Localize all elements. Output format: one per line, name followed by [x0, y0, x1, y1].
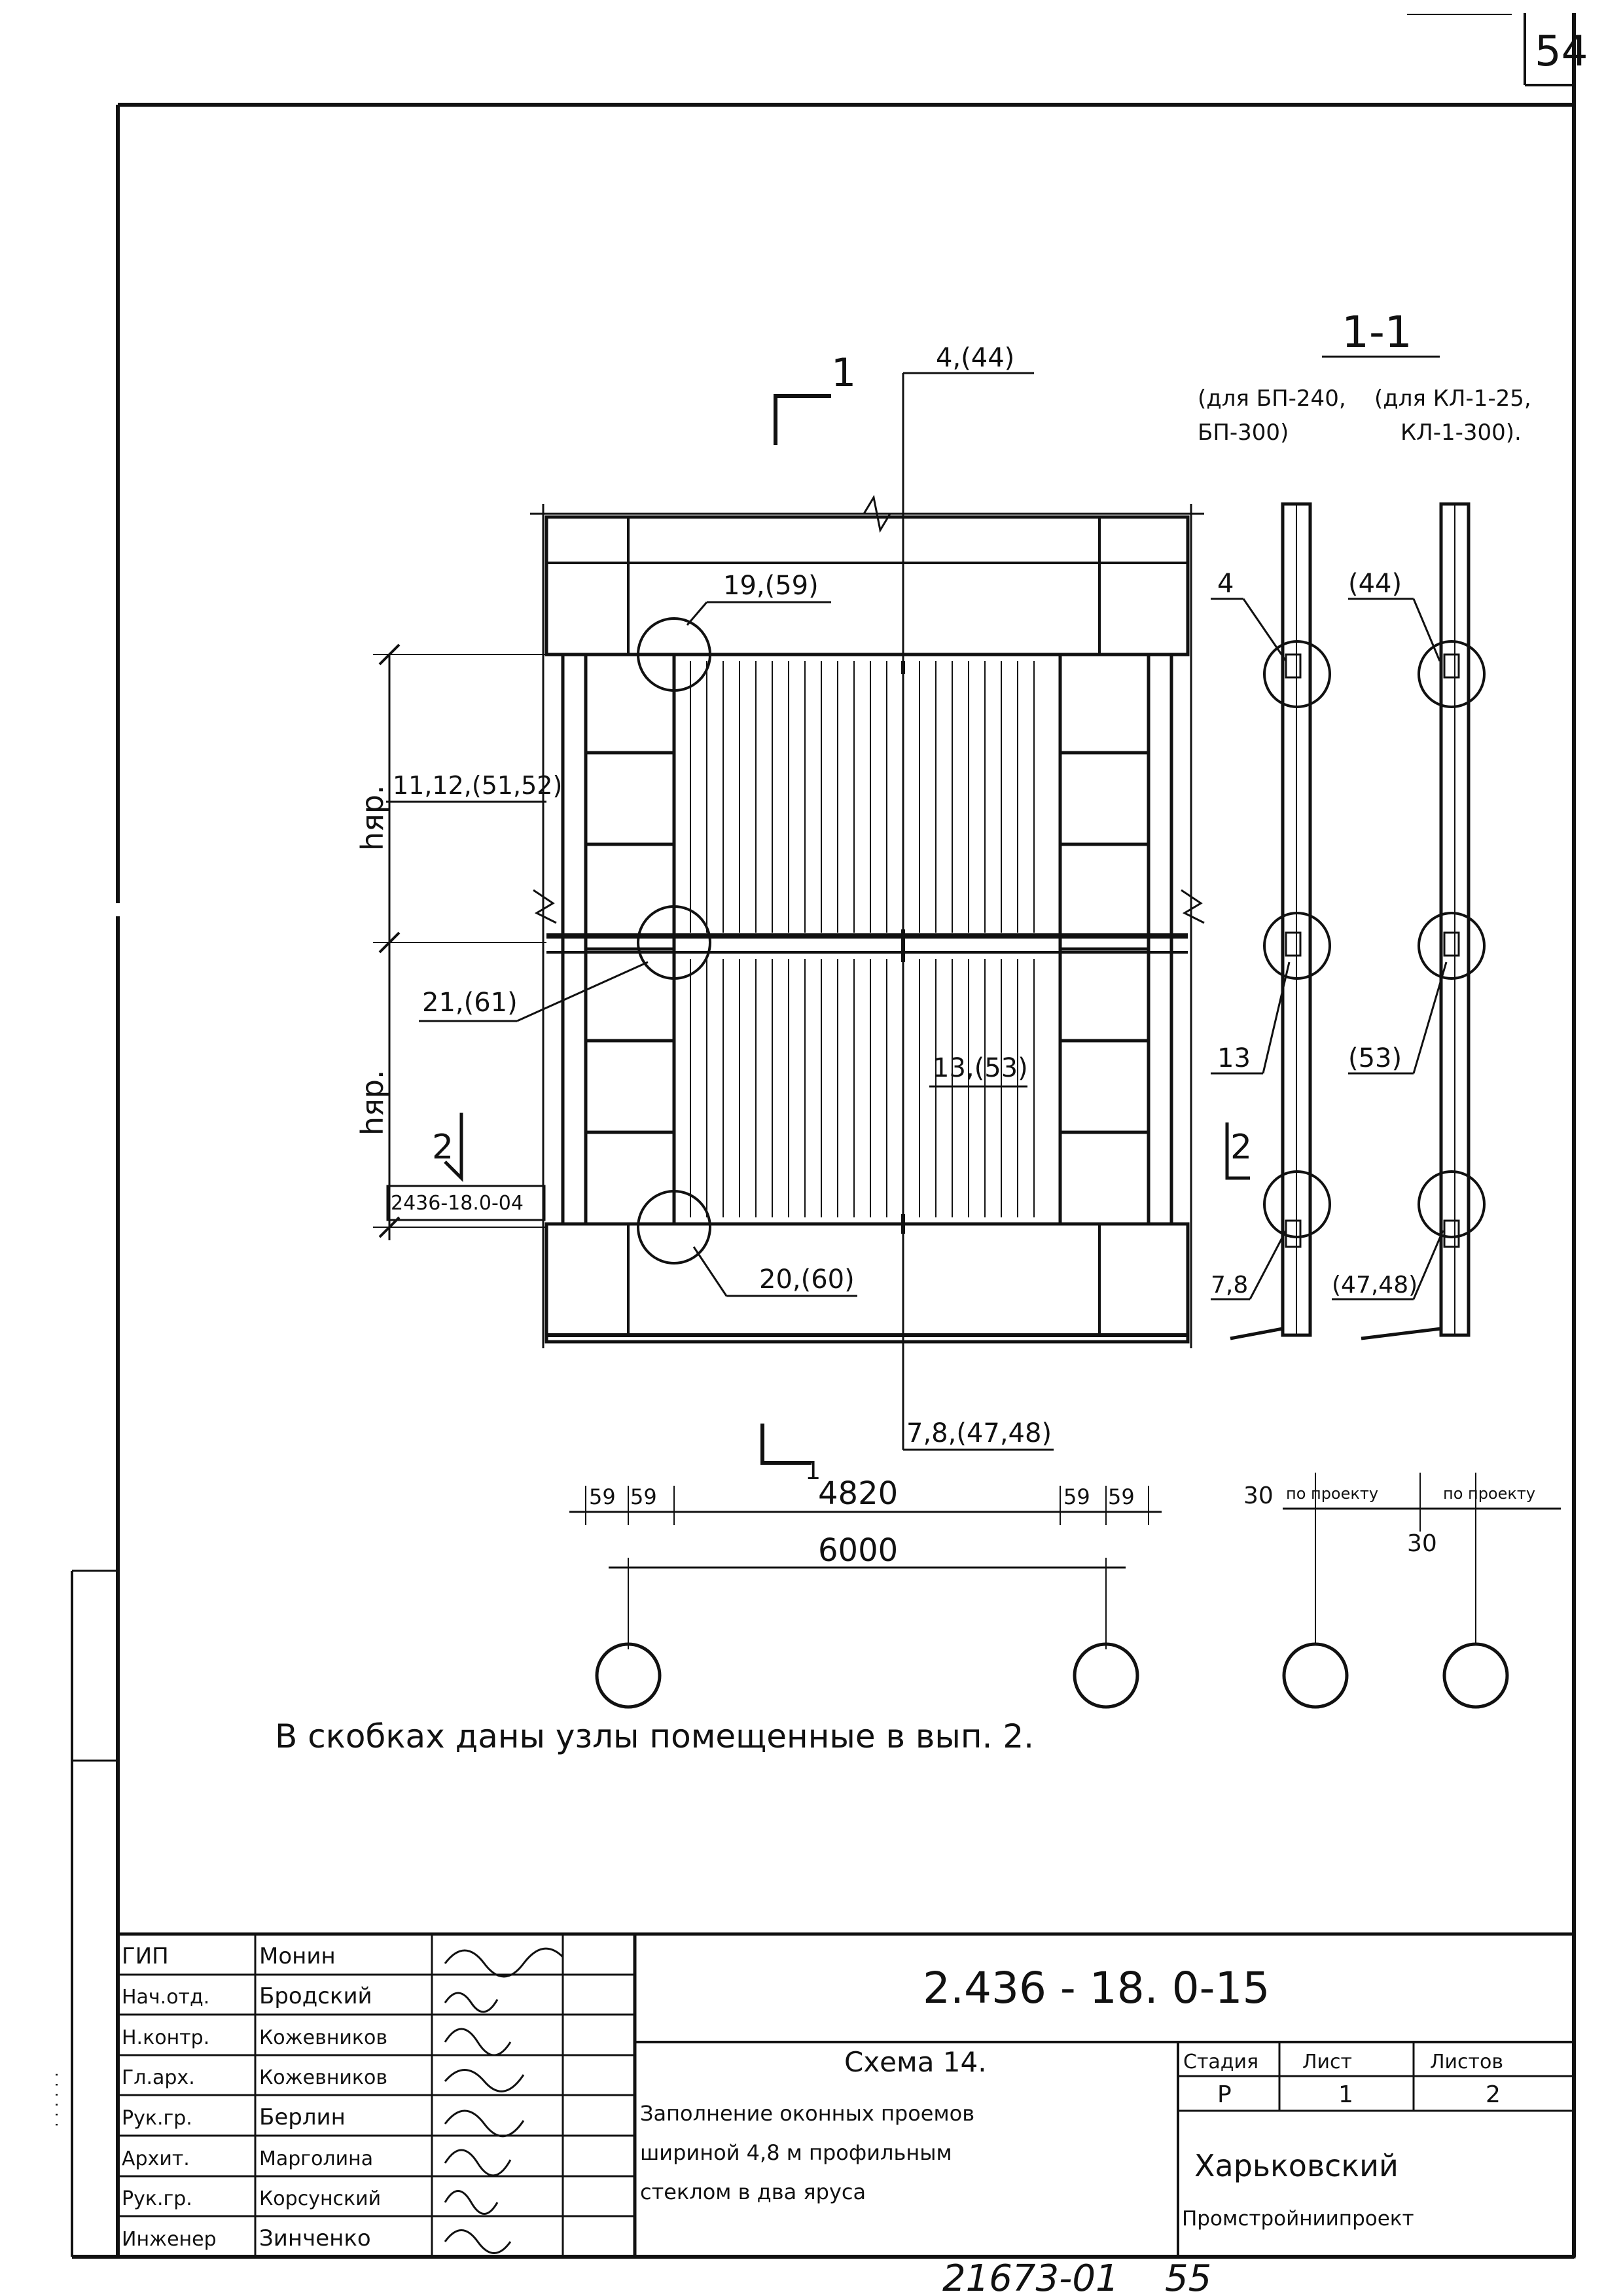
bottom-dimensions	[569, 1486, 1162, 1649]
title-line-2: Заполнение оконных проемов	[640, 2101, 974, 2126]
callout-node-top: 19,(59)	[723, 571, 819, 601]
role-6: Рук.гр.	[122, 2187, 192, 2210]
sheet-label: Лист	[1302, 2051, 1352, 2073]
margin-stamp-text: · · · · · ·	[48, 2072, 66, 2127]
name-7: Зинченко	[259, 2225, 371, 2251]
role-0: ГИП	[122, 1943, 169, 1969]
dim-h-lower: hяр.	[355, 1069, 390, 1136]
section-title: 1-1	[1342, 307, 1412, 357]
section-mark-side-left-label: 2	[432, 1128, 454, 1167]
window-elevation	[530, 372, 1205, 1450]
doc-code: 2.436 - 18. 0-15	[923, 1963, 1270, 2013]
brackets-note: В скобках даны узлы помещенные в вып. 2.	[275, 1717, 1034, 1755]
sheet-value: 1	[1338, 2081, 1353, 2108]
dim-59-3: 59	[1063, 1484, 1090, 1509]
section-right	[1361, 502, 1486, 1340]
callout-bottom-center: 7,8,(47,48)	[906, 1418, 1052, 1448]
callout-top-center: 4,(44)	[936, 343, 1014, 373]
axis-circle-2	[1073, 1642, 1139, 1709]
section-caption-right-1: (для КЛ-1-25,	[1374, 386, 1531, 412]
footer-page: 55	[1165, 2257, 1211, 2296]
axis-circle-4	[1442, 1642, 1509, 1709]
name-4: Берлин	[259, 2104, 346, 2130]
name-2: Кожевников	[259, 2026, 387, 2049]
sec-callout-44: (44)	[1348, 569, 1402, 599]
name-1: Бродский	[259, 1983, 372, 2009]
node-circle-top	[637, 617, 711, 692]
dim-4820: 4820	[818, 1475, 898, 1512]
section-mark-bottom	[760, 1424, 812, 1465]
org-line-2: Промстройниипроект	[1182, 2207, 1414, 2231]
name-5: Марголина	[259, 2147, 373, 2170]
name-0: Монин	[259, 1943, 336, 1969]
page-number: 54	[1535, 27, 1588, 76]
dim-59-4: 59	[1108, 1484, 1135, 1509]
dim-59-2: 59	[630, 1484, 657, 1509]
dim-po-proektu-2: по проекту	[1443, 1484, 1535, 1503]
vertical-dimension	[373, 643, 546, 1240]
role-7: Инженер	[122, 2228, 217, 2251]
section-caption-right-2: КЛ-1-300).	[1400, 420, 1522, 446]
role-5: Архит.	[122, 2147, 190, 2170]
callout-node-bottom: 20,(60)	[759, 1265, 855, 1295]
section-mark-top-label: 1	[831, 350, 856, 396]
title-line-1: Схема 14.	[844, 2046, 987, 2078]
sec-callout-13: 13	[1217, 1043, 1251, 1073]
role-4: Рук.гр.	[122, 2107, 192, 2130]
section-mark-top	[774, 394, 831, 445]
sec-callout-4: 4	[1217, 569, 1234, 599]
signatures	[444, 1947, 564, 2254]
dim-6000: 6000	[818, 1532, 898, 1569]
section-mark-side-right	[1225, 1122, 1250, 1180]
dim-30-a: 30	[1243, 1482, 1274, 1509]
stage-value: Р	[1217, 2081, 1232, 2108]
name-6: Корсунский	[259, 2187, 381, 2210]
sec-callout-4748: (47,48)	[1332, 1272, 1418, 1299]
node-circle-middle	[637, 905, 711, 980]
title-line-3: шириной 4,8 м профильным	[640, 2140, 952, 2165]
dim-po-proektu-1: по проекту	[1286, 1484, 1378, 1503]
stamp-code: 2436-18.0-04	[391, 1192, 524, 1215]
callout-left-upper: 11,12,(51,52)	[393, 771, 562, 800]
role-3: Гл.арх.	[122, 2066, 195, 2089]
footer-code: 21673-01	[942, 2257, 1119, 2296]
axis-circle-1	[595, 1642, 662, 1709]
sheets-label: Листов	[1430, 2051, 1503, 2073]
stage-label: Стадия	[1183, 2051, 1258, 2073]
role-2: Н.контр.	[122, 2026, 209, 2049]
section-caption-left-1: (для БП-240,	[1198, 386, 1346, 412]
section-caption-left-2: БП-300)	[1198, 420, 1289, 446]
name-3: Кожевников	[259, 2066, 387, 2089]
stamp-code-box	[386, 1185, 546, 1221]
section-mark-side-right-label: 2	[1230, 1128, 1252, 1167]
sheets-value: 2	[1486, 2081, 1501, 2108]
callout-node-middle: 21,(61)	[422, 988, 518, 1018]
org-line-1: Харьковский	[1194, 2148, 1399, 2183]
axis-circle-3	[1282, 1642, 1349, 1709]
title-block	[116, 1932, 1576, 2259]
callout-center-mid: 13,(53)	[933, 1053, 1028, 1083]
sec-callout-53: (53)	[1348, 1043, 1402, 1073]
dim-h-upper: hяр.	[355, 785, 390, 851]
dim-59-1: 59	[589, 1484, 616, 1509]
node-circle-bottom	[637, 1190, 711, 1265]
section-mark-bottom-label: 1	[805, 1456, 821, 1485]
title-line-4: стеклом в два яруса	[640, 2179, 866, 2204]
section-mark-side-left	[444, 1113, 463, 1183]
sec-callout-78: 7,8	[1211, 1272, 1248, 1299]
dim-30-b: 30	[1407, 1530, 1437, 1557]
role-1: Нач.отд.	[122, 1986, 209, 2009]
section-left	[1230, 502, 1331, 1340]
